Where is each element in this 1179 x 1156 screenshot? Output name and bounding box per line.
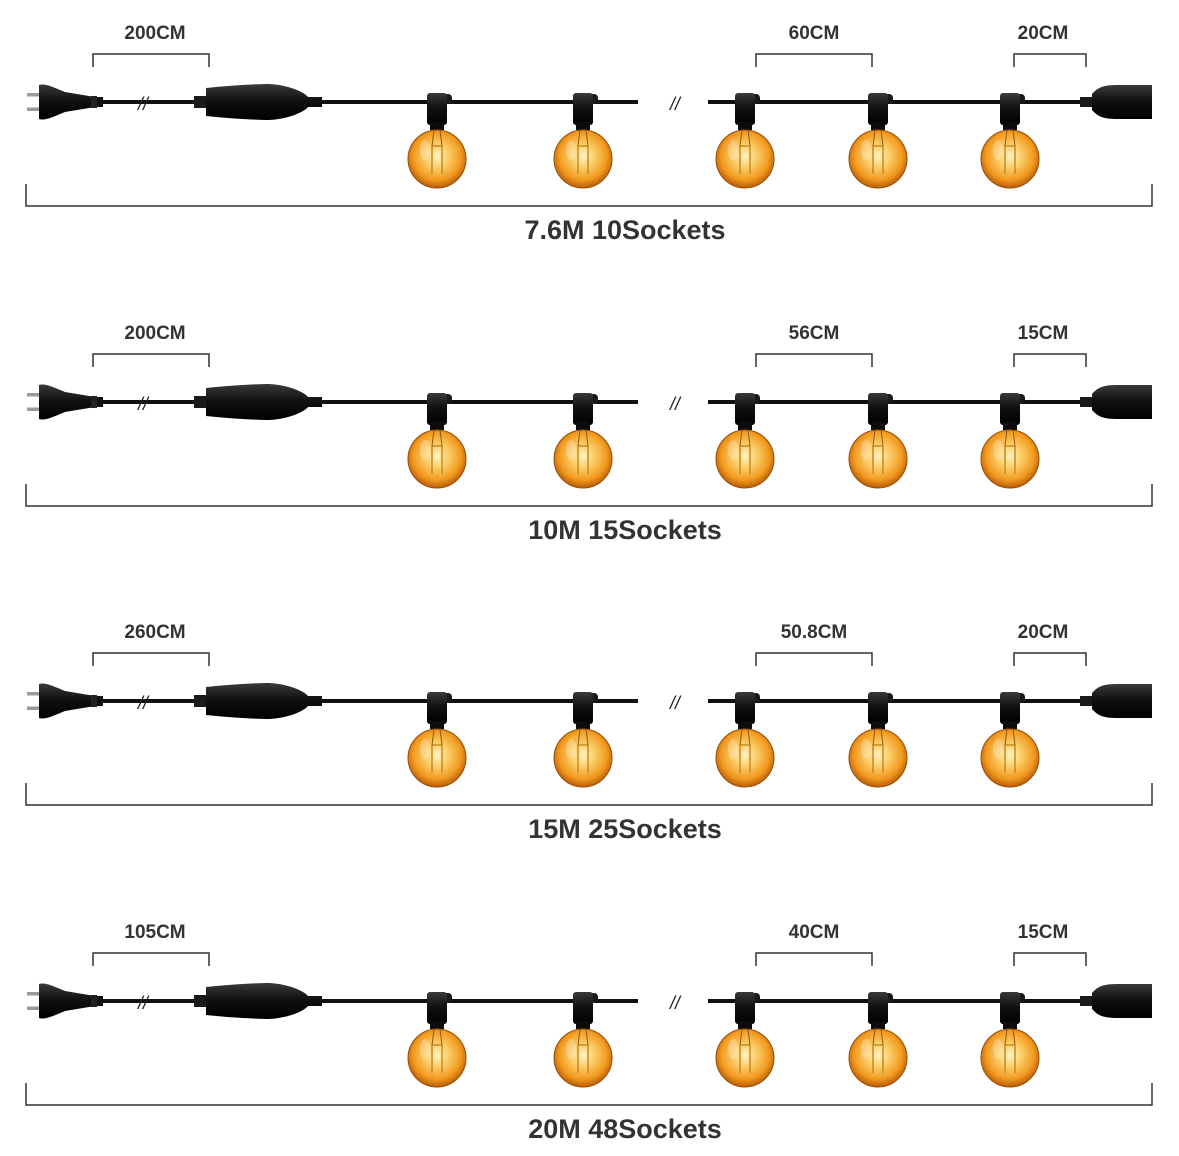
- g40-bulb-icon: [553, 392, 613, 489]
- cable-break-mark: //: [668, 993, 682, 1013]
- total-length-bracket: [25, 1083, 1153, 1106]
- eu-plug-icon: [27, 84, 103, 120]
- g40-bulb-icon: [848, 92, 908, 189]
- end-socket-icon: [1080, 85, 1152, 119]
- total-length-label: 20M 48Sockets: [528, 1114, 722, 1144]
- g40-bulb-icon: [407, 691, 467, 788]
- total-length-label: 10M 15Sockets: [528, 515, 722, 545]
- variant-4: 105CM 40CM 15CM // // 20M 48Sockets: [25, 922, 1153, 1144]
- g40-bulb-icon: [553, 92, 613, 189]
- lead-length-label: 200CM: [124, 323, 185, 344]
- cable-break-mark: //: [136, 993, 150, 1013]
- g40-bulb-icon: [715, 92, 775, 189]
- g40-bulb-icon: [407, 991, 467, 1088]
- end-length-label: 15CM: [1018, 922, 1069, 943]
- lead-length-bracket: [92, 53, 210, 67]
- g40-bulb-icon: [848, 991, 908, 1088]
- g40-bulb-icon: [848, 392, 908, 489]
- total-length-bracket: [25, 783, 1153, 806]
- end-length-label: 20CM: [1018, 622, 1069, 643]
- cable-break-mark: //: [668, 94, 682, 114]
- bulb-spacing-label: 56CM: [789, 323, 840, 344]
- bulb-spacing-label: 40CM: [789, 922, 840, 943]
- end-length-label: 20CM: [1018, 23, 1069, 44]
- end-length-label: 15CM: [1018, 323, 1069, 344]
- cable-break-mark: //: [668, 394, 682, 414]
- bulb-spacing-bracket: [755, 353, 873, 367]
- g40-bulb-icon: [980, 92, 1040, 189]
- lead-length-label: 260CM: [124, 622, 185, 643]
- bulb-spacing-bracket: [755, 952, 873, 966]
- lead-length-bracket: [92, 353, 210, 367]
- inline-connector-icon: [194, 983, 322, 1019]
- lead-length-bracket: [92, 652, 210, 666]
- cable-break-mark: //: [668, 693, 682, 713]
- inline-connector-icon: [194, 384, 322, 420]
- eu-plug-icon: [27, 683, 103, 719]
- lead-length-label: 200CM: [124, 23, 185, 44]
- variant-3: 260CM 50.8CM 20CM // // 15M 25Sockets: [25, 622, 1153, 844]
- total-length-label: 7.6M 10Sockets: [524, 215, 725, 245]
- cable-break-mark: //: [136, 94, 150, 114]
- inline-connector-icon: [194, 683, 322, 719]
- total-length-bracket: [25, 184, 1153, 207]
- end-length-bracket: [1013, 652, 1087, 666]
- total-length-bracket: [25, 484, 1153, 507]
- g40-bulb-icon: [848, 691, 908, 788]
- g40-bulb-icon: [407, 92, 467, 189]
- lead-length-bracket: [92, 952, 210, 966]
- bulb-spacing-label: 60CM: [789, 23, 840, 44]
- end-length-bracket: [1013, 353, 1087, 367]
- end-socket-icon: [1080, 684, 1152, 718]
- bulb-spacing-label: 50.8CM: [781, 622, 848, 643]
- g40-bulb-icon: [980, 392, 1040, 489]
- lead-length-label: 105CM: [124, 922, 185, 943]
- eu-plug-icon: [27, 983, 103, 1019]
- total-length-label: 15M 25Sockets: [528, 814, 722, 844]
- g40-bulb-icon: [553, 991, 613, 1088]
- cable-break-mark: //: [136, 394, 150, 414]
- variant-1: 200CM 60CM 20CM // // 7.6M 10Sockets: [25, 23, 1153, 245]
- end-socket-icon: [1080, 984, 1152, 1018]
- cable-break-mark: //: [136, 693, 150, 713]
- end-length-bracket: [1013, 53, 1087, 67]
- end-length-bracket: [1013, 952, 1087, 966]
- g40-bulb-icon: [715, 991, 775, 1088]
- bulb-spacing-bracket: [755, 53, 873, 67]
- end-socket-icon: [1080, 385, 1152, 419]
- g40-bulb-icon: [715, 691, 775, 788]
- bulb-spacing-bracket: [755, 652, 873, 666]
- g40-bulb-icon: [715, 392, 775, 489]
- g40-bulb-icon: [553, 691, 613, 788]
- inline-connector-icon: [194, 84, 322, 120]
- g40-bulb-icon: [980, 691, 1040, 788]
- eu-plug-icon: [27, 384, 103, 420]
- variants-layer: 200CM 60CM 20CM // // 7.6M 10Sockets 200CM 56CM…: [25, 23, 1153, 1144]
- g40-bulb-icon: [980, 991, 1040, 1088]
- variant-2: 200CM 56CM 15CM // // 10M 15Sockets: [25, 323, 1153, 545]
- g40-bulb-icon: [407, 392, 467, 489]
